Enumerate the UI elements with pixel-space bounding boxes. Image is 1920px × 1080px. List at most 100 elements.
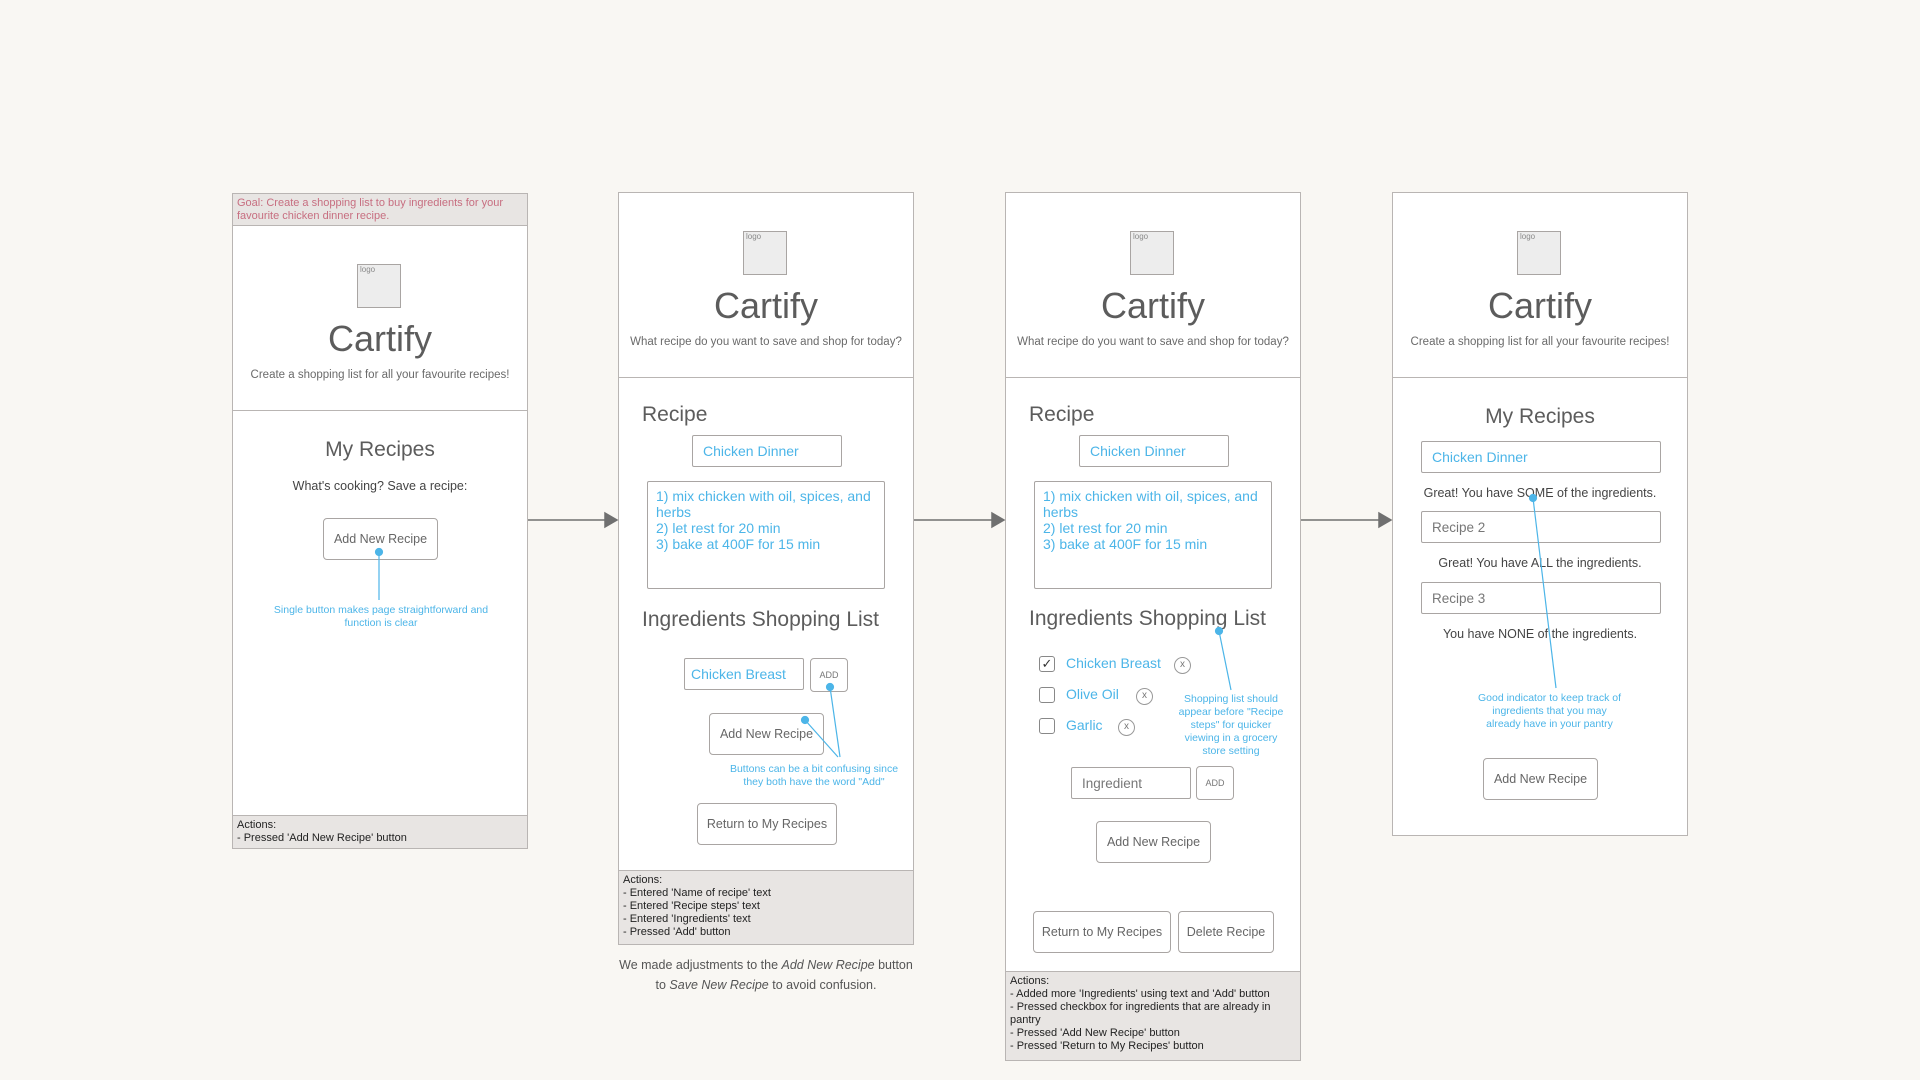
design-note: Single button makes page straightforward… [273,604,489,629]
remove-ingredient-icon[interactable]: x [1174,657,1191,674]
actions-line: - Pressed 'Add New Recipe' button [1010,1027,1180,1039]
design-note: Buttons can be a bit confusing since the… [729,763,899,788]
ingredient-checkbox[interactable] [1039,687,1055,703]
app-title: Cartify [327,318,432,359]
screen-1: logo Cartify Create a shopping list for … [232,225,528,816]
flow-arrow-head [1378,511,1393,529]
my-recipes-heading: My Recipes [325,438,435,461]
remove-ingredient-icon[interactable]: x [1136,688,1153,705]
app-tagline: What recipe do you want to save and shop… [630,336,902,348]
callout-line [1532,497,1557,689]
goal-text: Goal: Create a shopping list to buy ingr… [237,197,503,222]
recipe-name-field[interactable]: Chicken Dinner [1079,435,1229,467]
actions-line: Actions: [1010,975,1050,987]
design-note: Shopping list should appear before "Reci… [1178,693,1284,757]
ingredients-heading: Ingredients Shopping List [1029,607,1266,630]
header-divider [233,410,527,411]
ingredient-name: Garlic [1066,717,1103,733]
logo-label: logo [1133,232,1149,241]
header-divider [1006,377,1300,378]
actions-line: - Pressed 'Add' button [623,926,731,938]
recipe-name-field[interactable]: Chicken Dinner [692,435,842,467]
recipe-list-item[interactable]: Chicken Dinner [1421,441,1661,473]
my-recipes-heading: My Recipes [1485,405,1595,428]
caption-text: button [874,958,913,972]
ingredients-heading: Ingredients Shopping List [642,608,879,631]
actions-line: - Pressed 'Add New Recipe' button [237,832,407,844]
return-to-my-recipes-button[interactable]: Return to My Recipes [1033,911,1171,953]
return-to-my-recipes-button[interactable]: Return to My Recipes [697,803,837,845]
save-prompt: What's cooking? Save a recipe: [292,479,468,493]
delete-recipe-button[interactable]: Delete Recipe [1178,911,1274,953]
recipe-list-item[interactable]: Recipe 3 [1421,582,1661,614]
app-tagline: Create a shopping list for all your favo… [250,369,510,381]
caption-emphasis: Save New Recipe [669,978,769,992]
ingredient-input[interactable]: Chicken Breast [684,658,804,690]
caption-text: to [655,978,670,992]
logo-placeholder: logo [1517,231,1561,275]
design-note: Good indicator to keep track of ingredie… [1478,692,1621,730]
logo-label: logo [1520,232,1536,241]
ingredient-status: Great! You have SOME of the ingredients. [1423,486,1657,500]
actions-line: - Entered 'Ingredients' text [623,913,751,925]
recipe-step: 1) mix chicken with oil, spices, and her… [1043,488,1258,520]
caption-emphasis: Add New Recipe [781,958,875,972]
callout-line [804,719,839,758]
recipe-step: 2) let rest for 20 min [1043,520,1168,536]
add-ingredient-button[interactable]: ADD [1196,766,1234,800]
logo-placeholder: logo [1130,231,1174,275]
header-divider [1393,377,1687,378]
caption-text: to avoid confusion. [768,978,877,992]
ingredient-checkbox[interactable]: ✓ [1039,656,1055,672]
app-tagline: What recipe do you want to save and shop… [1017,336,1289,348]
callout-dot [374,547,384,557]
goal-banner: Goal: Create a shopping list to buy ingr… [232,193,528,226]
app-tagline: Create a shopping list for all your favo… [1410,336,1670,348]
app-title: Cartify [1487,285,1592,326]
flow-arrow-head [991,511,1006,529]
actions-line: - Entered 'Name of recipe' text [623,887,771,899]
actions-line: - Added more 'Ingredients' using text an… [1010,988,1270,1000]
callout-line [829,686,841,758]
recipe-steps-field[interactable]: 1) mix chicken with oil, spices, and her… [1034,481,1272,589]
remove-ingredient-icon[interactable]: x [1118,719,1135,736]
recipe-step: 2) let rest for 20 min [656,520,781,536]
ingredient-input[interactable]: Ingredient [1071,767,1191,799]
recipe-step: 3) bake at 400F for 15 min [656,536,821,552]
screen-4: logo Cartify Create a shopping list for … [1392,192,1688,836]
callout-dot [1214,626,1224,636]
recipe-step: 3) bake at 400F for 15 min [1043,536,1208,552]
callout-dot [800,715,810,725]
actions-line: - Pressed 'Return to My Recipes' button [1010,1040,1204,1052]
recipe-heading: Recipe [642,403,708,426]
logo-label: logo [746,232,762,241]
actions-line: - Entered 'Recipe steps' text [623,900,760,912]
app-title: Cartify [1100,285,1205,326]
add-new-recipe-button[interactable]: Add New Recipe [1096,821,1211,863]
callout-dot [825,682,835,692]
recipe-steps-field[interactable]: 1) mix chicken with oil, spices, and her… [647,481,885,589]
flow-arrow-head [604,511,619,529]
ingredient-checkbox[interactable] [1039,718,1055,734]
ingredient-name: Olive Oil [1066,686,1119,702]
logo-placeholder: logo [743,231,787,275]
header-divider [619,377,913,378]
add-new-recipe-button[interactable]: Add New Recipe [1483,758,1598,800]
recipe-heading: Recipe [1029,403,1095,426]
caption-text: We made adjustments to the [619,958,782,972]
actions-panel: Actions: - Entered 'Name of recipe' text… [618,870,914,945]
screen-2: logo Cartify What recipe do you want to … [618,192,914,945]
recipe-list-item[interactable]: Recipe 2 [1421,511,1661,543]
callout-line [1218,630,1232,691]
logo-placeholder: logo [357,264,401,308]
callout-dot [1528,493,1538,503]
actions-line: Actions: [237,819,277,831]
recipe-step: 1) mix chicken with oil, spices, and her… [656,488,871,520]
ingredient-name: Chicken Breast [1066,655,1161,671]
app-title: Cartify [713,285,818,326]
actions-panel: Actions: - Added more 'Ingredients' usin… [1005,971,1301,1061]
actions-panel: Actions: - Pressed 'Add New Recipe' butt… [232,815,528,849]
screen-3: logo Cartify What recipe do you want to … [1005,192,1301,972]
adjustment-caption: We made adjustments to the Add New Recip… [600,955,932,995]
